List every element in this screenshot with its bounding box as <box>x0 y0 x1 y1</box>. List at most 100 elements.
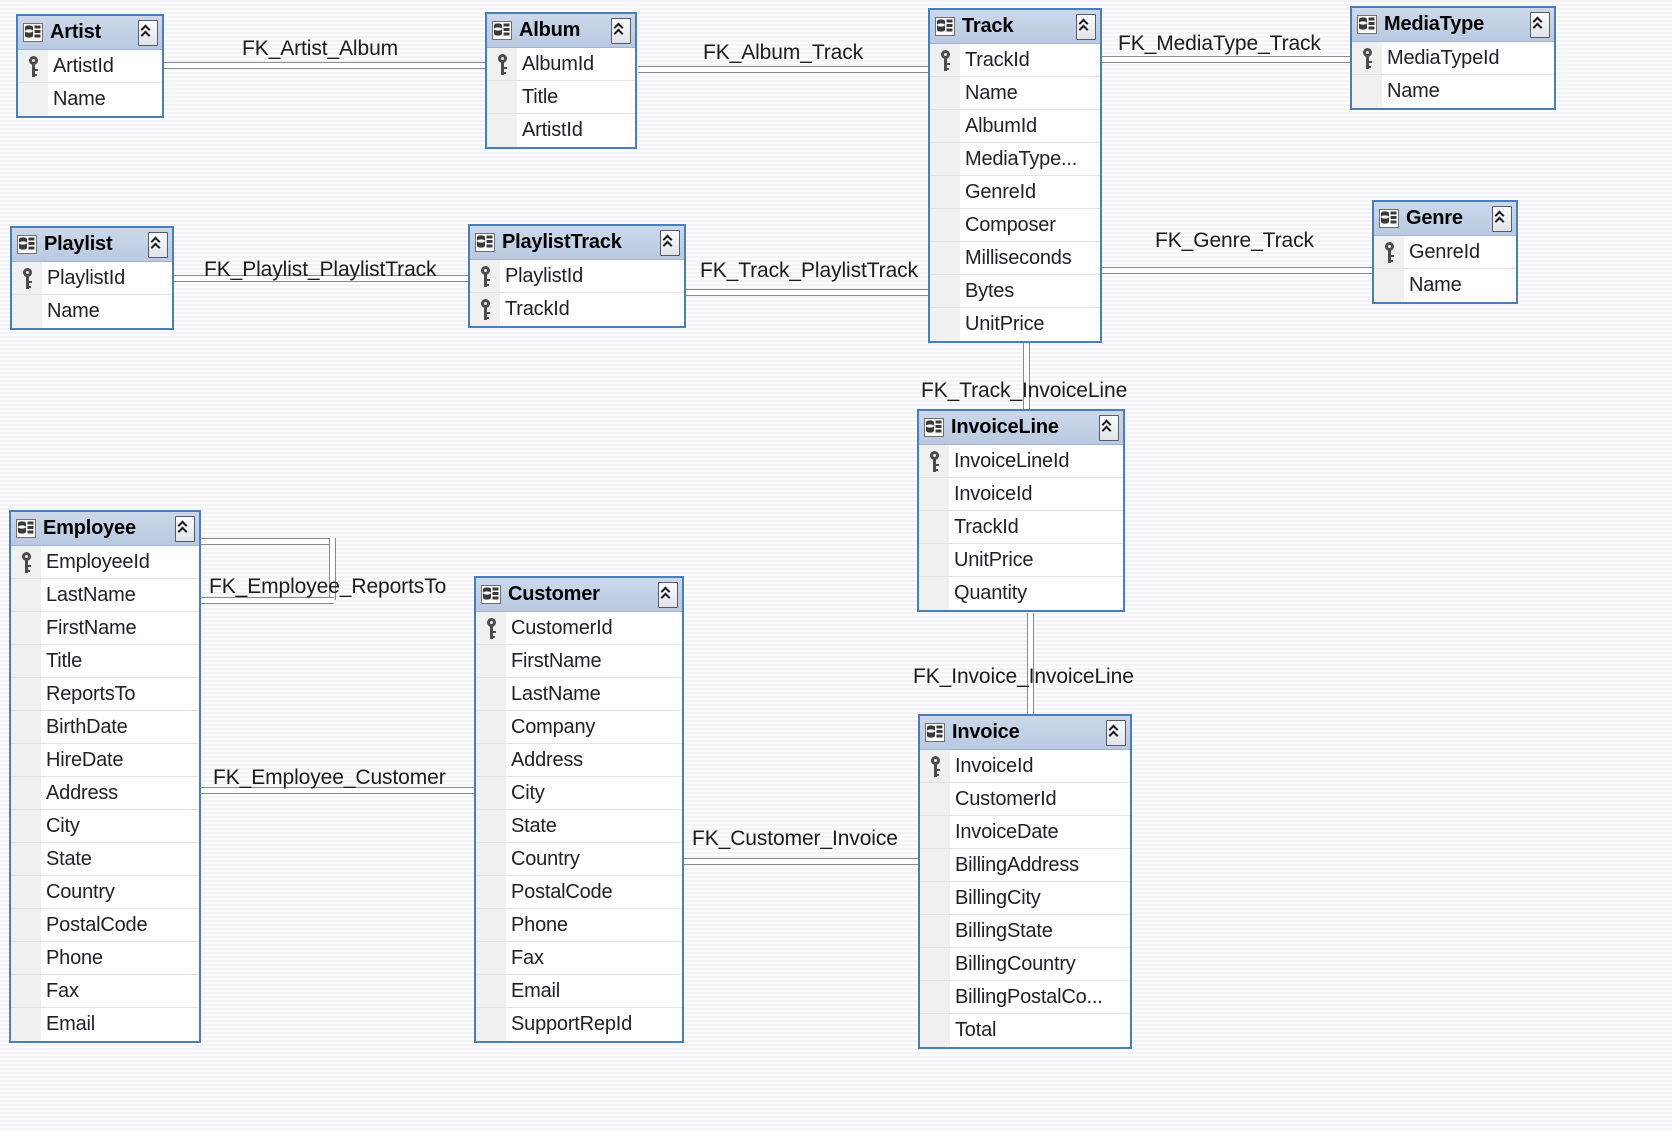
table-header-invoiceline[interactable]: InvoiceLine <box>919 411 1123 445</box>
table-row[interactable]: BirthDate <box>11 711 199 744</box>
relationship-line-employee-reportsto-top[interactable] <box>200 538 334 545</box>
table-row[interactable]: UnitPrice <box>919 544 1123 577</box>
table-artist[interactable]: Artist ArtistId Name <box>16 14 164 118</box>
table-row[interactable]: Name <box>1352 75 1554 108</box>
table-header-track[interactable]: Track <box>930 10 1100 44</box>
table-header-invoice[interactable]: Invoice <box>920 716 1130 750</box>
table-row[interactable]: MediaType... <box>930 143 1100 176</box>
relationship-line-album-track[interactable] <box>638 66 928 73</box>
table-row[interactable]: State <box>11 843 199 876</box>
table-row[interactable]: AlbumId <box>487 48 635 81</box>
table-row[interactable]: Phone <box>476 909 682 942</box>
table-row[interactable]: Name <box>18 83 162 116</box>
table-playlisttrack[interactable]: PlaylistTrack PlaylistId TrackId <box>468 224 686 328</box>
table-row[interactable]: PlaylistId <box>12 262 172 295</box>
table-row[interactable]: ArtistId <box>18 50 162 83</box>
table-row[interactable]: InvoiceLineId <box>919 445 1123 478</box>
table-row[interactable]: InvoiceId <box>919 478 1123 511</box>
table-row[interactable]: EmployeeId <box>11 546 199 579</box>
table-row[interactable]: Country <box>476 843 682 876</box>
relationship-line-mediatype-track[interactable] <box>1100 56 1352 63</box>
table-invoice[interactable]: Invoice InvoiceId CustomerId InvoiceDate… <box>918 714 1132 1049</box>
table-row[interactable]: LastName <box>11 579 199 612</box>
table-customer[interactable]: Customer CustomerId FirstName LastName C… <box>474 576 684 1043</box>
table-row[interactable]: Fax <box>11 975 199 1008</box>
relationship-line-genre-track[interactable] <box>1100 267 1372 274</box>
table-row[interactable]: CustomerId <box>920 783 1130 816</box>
table-mediatype[interactable]: MediaType MediaTypeId Name <box>1350 6 1556 110</box>
table-row[interactable]: FirstName <box>476 645 682 678</box>
table-row[interactable]: ReportsTo <box>11 678 199 711</box>
table-playlist[interactable]: Playlist PlaylistId Name <box>10 226 174 330</box>
table-row[interactable]: Name <box>12 295 172 328</box>
table-row[interactable]: Quantity <box>919 577 1123 610</box>
double-chevron-up-icon[interactable] <box>1076 13 1096 40</box>
table-row[interactable]: PlaylistId <box>470 260 684 293</box>
table-row[interactable]: Bytes <box>930 275 1100 308</box>
double-chevron-up-icon[interactable] <box>175 515 195 542</box>
table-row[interactable]: BillingCountry <box>920 948 1130 981</box>
table-row[interactable]: TrackId <box>930 44 1100 77</box>
table-row[interactable]: Phone <box>11 942 199 975</box>
table-header-artist[interactable]: Artist <box>18 16 162 50</box>
table-row[interactable]: SupportRepId <box>476 1008 682 1041</box>
table-row[interactable]: FirstName <box>11 612 199 645</box>
table-album[interactable]: Album AlbumId Title ArtistId <box>485 12 637 149</box>
table-header-playlist[interactable]: Playlist <box>12 228 172 262</box>
table-row[interactable]: InvoiceId <box>920 750 1130 783</box>
relationship-line-artist-album[interactable] <box>163 62 485 69</box>
table-row[interactable]: Name <box>930 77 1100 110</box>
table-header-playlisttrack[interactable]: PlaylistTrack <box>470 226 684 260</box>
table-row[interactable]: BillingAddress <box>920 849 1130 882</box>
table-row[interactable]: Address <box>476 744 682 777</box>
double-chevron-up-icon[interactable] <box>1099 414 1119 441</box>
table-row[interactable]: City <box>11 810 199 843</box>
table-row[interactable]: Total <box>920 1014 1130 1047</box>
table-track[interactable]: Track TrackId Name AlbumId MediaType... … <box>928 8 1102 343</box>
double-chevron-up-icon[interactable] <box>1492 205 1512 232</box>
table-header-album[interactable]: Album <box>487 14 635 48</box>
double-chevron-up-icon[interactable] <box>1530 11 1550 38</box>
table-row[interactable]: Name <box>1374 269 1516 302</box>
table-row[interactable]: Company <box>476 711 682 744</box>
table-row[interactable]: Country <box>11 876 199 909</box>
double-chevron-up-icon[interactable] <box>658 581 678 608</box>
table-row[interactable]: Email <box>11 1008 199 1041</box>
table-row[interactable]: HireDate <box>11 744 199 777</box>
double-chevron-up-icon[interactable] <box>660 229 680 256</box>
table-row[interactable]: State <box>476 810 682 843</box>
table-row[interactable]: PostalCode <box>11 909 199 942</box>
table-row[interactable]: Milliseconds <box>930 242 1100 275</box>
relationship-line-track-playlisttrack[interactable] <box>686 289 928 296</box>
table-invoiceline[interactable]: InvoiceLine InvoiceLineId InvoiceId Trac… <box>917 409 1125 612</box>
table-header-employee[interactable]: Employee <box>11 512 199 546</box>
table-row[interactable]: Fax <box>476 942 682 975</box>
table-header-mediatype[interactable]: MediaType <box>1352 8 1554 42</box>
table-header-customer[interactable]: Customer <box>476 578 682 612</box>
table-row[interactable]: Title <box>487 81 635 114</box>
table-row[interactable]: Email <box>476 975 682 1008</box>
table-row[interactable]: MediaTypeId <box>1352 42 1554 75</box>
table-row[interactable]: AlbumId <box>930 110 1100 143</box>
table-genre[interactable]: Genre GenreId Name <box>1372 200 1518 304</box>
table-row[interactable]: City <box>476 777 682 810</box>
table-row[interactable]: Title <box>11 645 199 678</box>
double-chevron-up-icon[interactable] <box>1106 719 1126 746</box>
table-row[interactable]: TrackId <box>919 511 1123 544</box>
table-row[interactable]: UnitPrice <box>930 308 1100 341</box>
table-row[interactable]: CustomerId <box>476 612 682 645</box>
table-row[interactable]: GenreId <box>930 176 1100 209</box>
table-row[interactable]: TrackId <box>470 293 684 326</box>
table-row[interactable]: BillingCity <box>920 882 1130 915</box>
table-header-genre[interactable]: Genre <box>1374 202 1516 236</box>
table-row[interactable]: ArtistId <box>487 114 635 147</box>
table-row[interactable]: GenreId <box>1374 236 1516 269</box>
table-row[interactable]: PostalCode <box>476 876 682 909</box>
double-chevron-up-icon[interactable] <box>138 19 158 46</box>
table-row[interactable]: BillingState <box>920 915 1130 948</box>
table-row[interactable]: Composer <box>930 209 1100 242</box>
relationship-line-track-invoiceline[interactable] <box>1023 341 1030 415</box>
double-chevron-up-icon[interactable] <box>148 231 168 258</box>
table-row[interactable]: BillingPostalCo... <box>920 981 1130 1014</box>
table-row[interactable]: LastName <box>476 678 682 711</box>
